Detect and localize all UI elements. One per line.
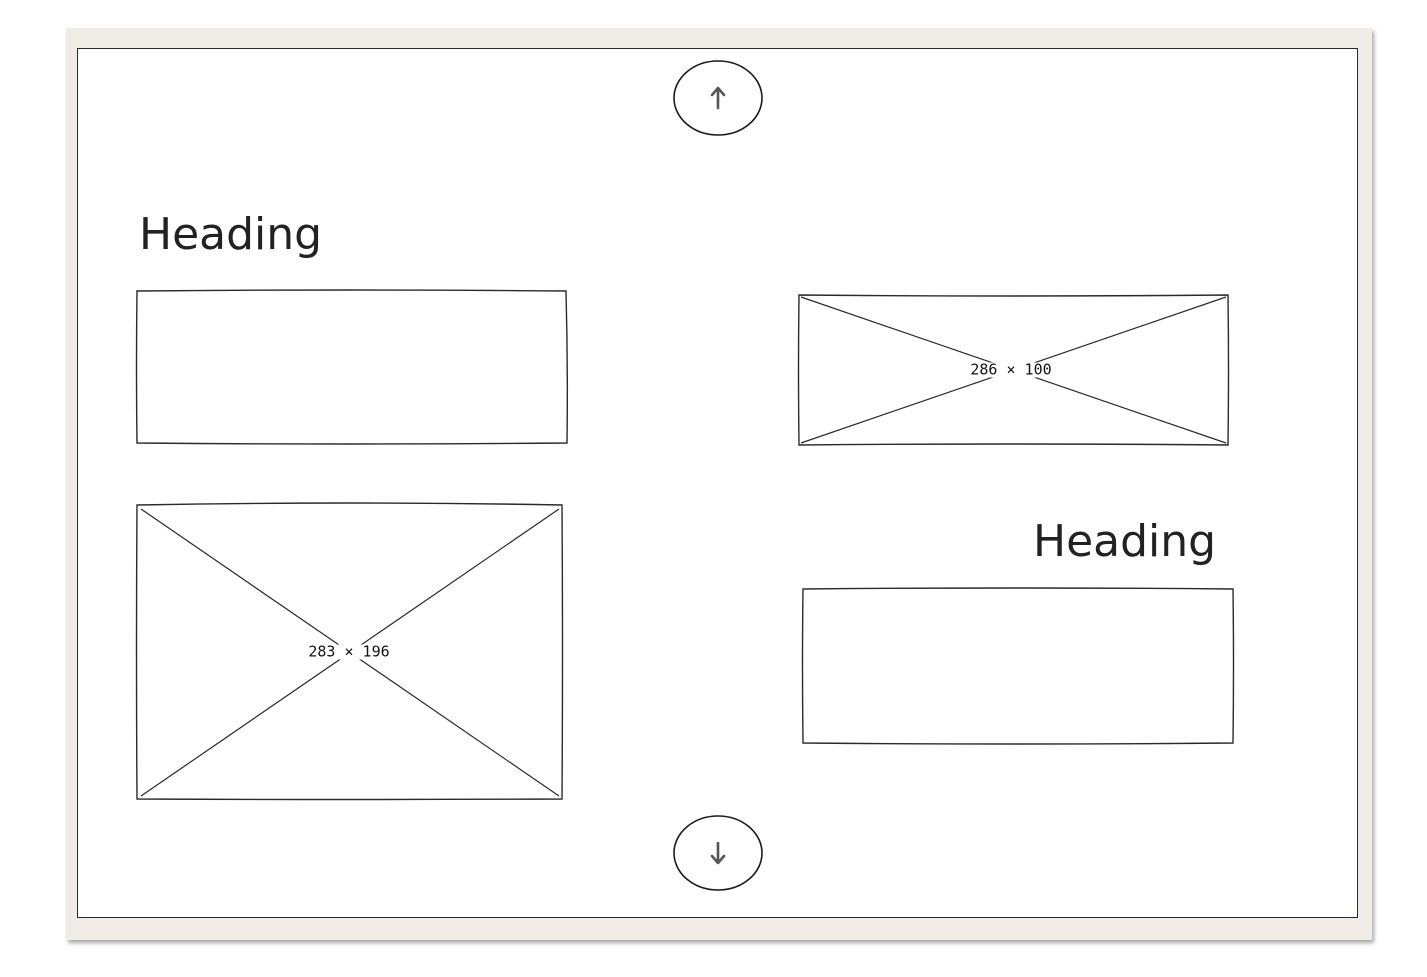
- image-placeholder-right-label: 286 × 100: [968, 360, 1054, 379]
- text-box-left[interactable]: [135, 289, 569, 445]
- arrow-down-icon: [710, 841, 726, 865]
- left-heading: Heading: [139, 209, 323, 260]
- scroll-up-button[interactable]: [672, 59, 764, 137]
- text-box-right[interactable]: [801, 587, 1235, 745]
- image-placeholder-left-label: 283 × 196: [306, 642, 392, 661]
- wireframe-canvas: Heading Heading 286 × 100 283 × 196: [77, 48, 1358, 918]
- right-heading: Heading: [1033, 516, 1217, 567]
- arrow-up-icon: [710, 86, 726, 110]
- scroll-down-button[interactable]: [672, 814, 764, 892]
- sketch-layer: [135, 289, 1235, 801]
- wireframe-paper: Heading Heading 286 × 100 283 × 196: [66, 28, 1372, 940]
